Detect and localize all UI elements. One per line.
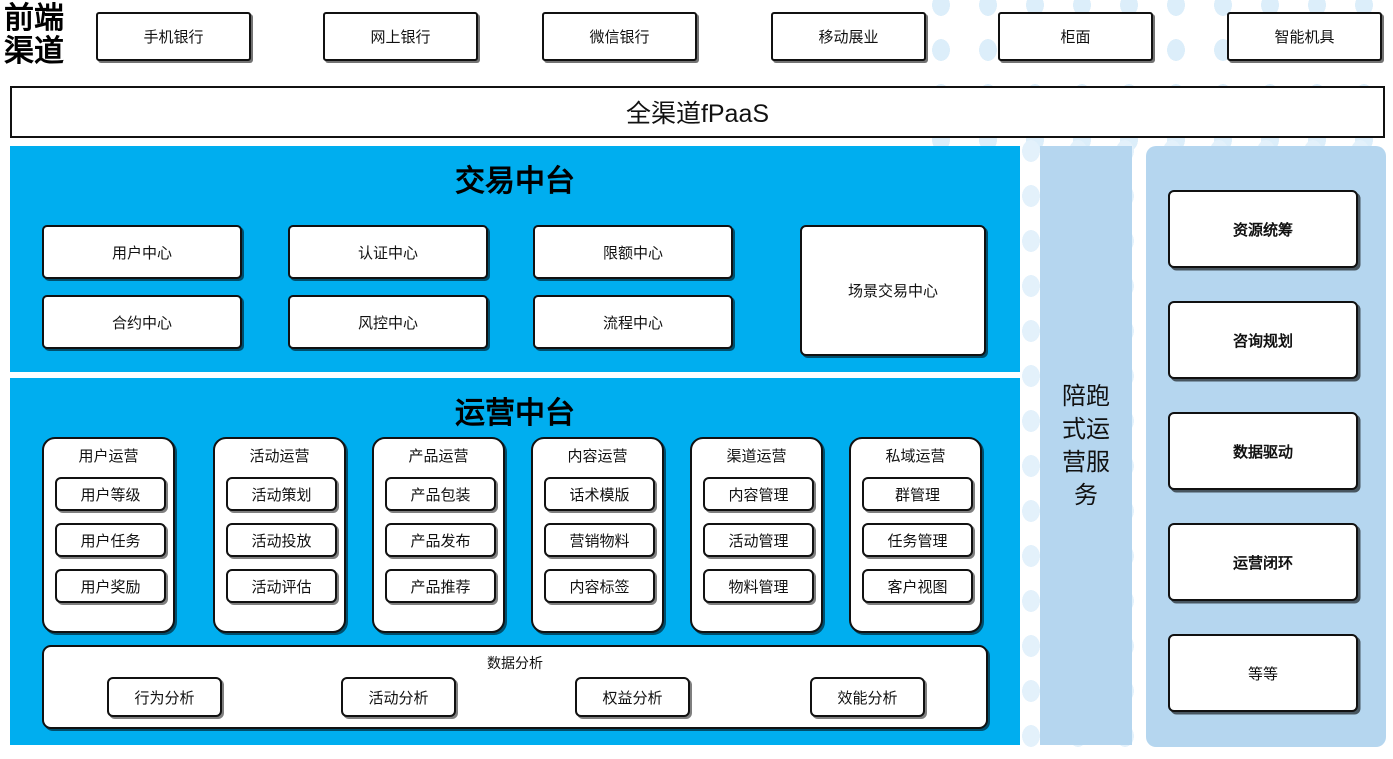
ops-group-product-operations[interactable]: 产品运营 产品包装 产品发布 产品推荐 [372,437,505,633]
ops-item[interactable]: 任务管理 [862,523,973,557]
capability-card-etc[interactable]: 等等 [1168,634,1358,712]
trade-box-auth-center[interactable]: 认证中心 [288,225,488,279]
ops-group-title: 用户运营 [78,448,139,465]
front-channel-label-line2: 渠道 [4,35,64,68]
capability-card-consulting-planning[interactable]: 咨询规划 [1168,301,1358,379]
ops-item[interactable]: 活动投放 [226,523,337,557]
ops-item[interactable]: 营销物料 [544,523,655,557]
ops-item[interactable]: 产品包装 [385,477,496,511]
ops-item[interactable]: 话术模版 [544,477,655,511]
ops-item[interactable]: 产品发布 [385,523,496,557]
service-capability-panel: 资源统筹 咨询规划 数据驱动 运营闭环 等等 [1146,146,1386,747]
channel-box-smart-machine[interactable]: 智能机具 [1227,12,1382,61]
front-channel-label-line1: 前端 [4,2,64,35]
trade-box-user-center[interactable]: 用户中心 [42,225,242,279]
ops-item[interactable]: 用户任务 [55,523,166,557]
capability-card-operation-closed-loop[interactable]: 运营闭环 [1168,523,1358,601]
ops-item[interactable]: 内容管理 [703,477,814,511]
front-channel-label: 前端 渠道 [4,2,86,68]
ops-item[interactable]: 群管理 [862,477,973,511]
ops-item[interactable]: 内容标签 [544,569,655,603]
ops-group-user-operations[interactable]: 用户运营 用户等级 用户任务 用户奖励 [42,437,175,633]
ops-group-title: 渠道运营 [726,448,787,465]
data-analysis-title: 数据分析 [487,655,543,671]
trade-middle-platform-title: 交易中台 [455,165,575,198]
ops-item[interactable]: 用户等级 [55,477,166,511]
ops-item[interactable]: 客户视图 [862,569,973,603]
analysis-item-efficiency[interactable]: 效能分析 [810,677,925,717]
ops-item[interactable]: 活动策划 [226,477,337,511]
analysis-item-campaign[interactable]: 活动分析 [341,677,456,717]
accompanying-operation-service-column[interactable]: 陪跑式运营服务 [1040,146,1132,745]
ops-item[interactable]: 产品推荐 [385,569,496,603]
ops-item[interactable]: 活动评估 [226,569,337,603]
channel-box-wechat-bank[interactable]: 微信银行 [542,12,697,61]
ops-group-private-domain-operations[interactable]: 私域运营 群管理 任务管理 客户视图 [849,437,982,633]
ops-item[interactable]: 用户奖励 [55,569,166,603]
ops-group-title: 产品运营 [408,448,469,465]
channel-box-mobile-biz[interactable]: 移动展业 [771,12,926,61]
ops-group-title: 内容运营 [567,448,628,465]
trade-box-process-center[interactable]: 流程中心 [533,295,733,349]
ops-group-title: 活动运营 [249,448,310,465]
channel-box-counter[interactable]: 柜面 [998,12,1153,61]
ops-item[interactable]: 物料管理 [703,569,814,603]
ops-group-campaign-operations[interactable]: 活动运营 活动策划 活动投放 活动评估 [213,437,346,633]
trade-box-contract-center[interactable]: 合约中心 [42,295,242,349]
ops-group-channel-operations[interactable]: 渠道运营 内容管理 活动管理 物料管理 [690,437,823,633]
channel-box-mobile-bank[interactable]: 手机银行 [96,12,251,61]
analysis-item-benefits[interactable]: 权益分析 [575,677,690,717]
ops-middle-platform-title: 运营中台 [455,397,575,430]
ops-group-title: 私域运营 [885,448,946,465]
trade-box-risk-center[interactable]: 风控中心 [288,295,488,349]
channel-box-online-bank[interactable]: 网上银行 [323,12,478,61]
analysis-item-behavior[interactable]: 行为分析 [107,677,222,717]
ops-group-content-operations[interactable]: 内容运营 话术模版 营销物料 内容标签 [531,437,664,633]
capability-card-data-driven[interactable]: 数据驱动 [1168,412,1358,490]
omni-channel-fpaas-bar[interactable]: 全渠道fPaaS [10,86,1385,138]
capability-card-resource-coordination[interactable]: 资源统筹 [1168,190,1358,268]
trade-box-scenario-transaction-center[interactable]: 场景交易中心 [800,225,986,356]
trade-box-limit-center[interactable]: 限额中心 [533,225,733,279]
service-column-label: 陪跑式运营服务 [1062,382,1110,509]
data-analysis-panel: 数据分析 行为分析 活动分析 权益分析 效能分析 [42,645,988,729]
ops-item[interactable]: 活动管理 [703,523,814,557]
